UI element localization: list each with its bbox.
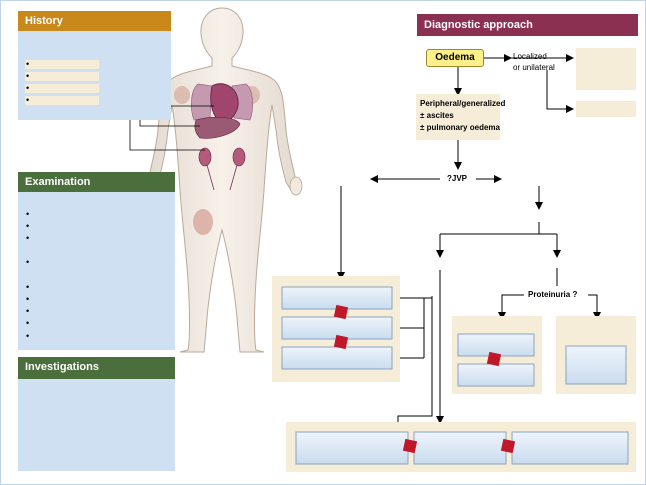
history-bullet: • bbox=[26, 83, 30, 93]
flow-arrows bbox=[337, 54, 601, 458]
examination-bullet: • bbox=[26, 209, 30, 219]
history-input-4 bbox=[25, 96, 99, 105]
peripheral-label: Peripheral/generalized bbox=[420, 99, 506, 108]
unilateral-label: or unilateral bbox=[513, 63, 555, 72]
examination-bullet: • bbox=[26, 294, 30, 304]
examination-bullet: • bbox=[26, 318, 30, 328]
history-input-1 bbox=[25, 60, 99, 69]
proteinuria-label: Proteinuria ? bbox=[528, 290, 578, 299]
examination-bullet: • bbox=[26, 282, 30, 292]
examination-bullet: • bbox=[26, 233, 30, 243]
oedema-box: Oedema bbox=[426, 49, 484, 67]
red-markers bbox=[333, 304, 516, 454]
history-bullet: • bbox=[26, 95, 30, 105]
jvp-label: ?JVP bbox=[447, 174, 468, 183]
examination-bullet: • bbox=[26, 221, 30, 231]
history-input-3 bbox=[25, 84, 99, 93]
result-boxes bbox=[281, 286, 629, 465]
localized-result-box bbox=[576, 48, 636, 90]
diagnostic-approach-header: Diagnostic approach bbox=[417, 14, 638, 36]
peripheral-box-bg bbox=[416, 94, 500, 140]
history-bullet: • bbox=[26, 59, 30, 69]
history-input-2 bbox=[25, 72, 99, 81]
ascites-label: ± ascites bbox=[420, 111, 454, 120]
history-header: History bbox=[18, 11, 171, 31]
investigations-panel bbox=[18, 379, 175, 471]
history-bullet: • bbox=[26, 71, 30, 81]
pulmonary-oedema-label: ± pulmonary oedema bbox=[420, 123, 500, 132]
examination-header: Examination bbox=[18, 172, 175, 192]
examination-bullet: • bbox=[26, 331, 30, 341]
localized-label: Localized bbox=[513, 52, 547, 61]
human-body-figure bbox=[139, 7, 303, 353]
examination-bullet: • bbox=[26, 257, 30, 267]
examination-bullet: • bbox=[26, 306, 30, 316]
unilateral-result-box bbox=[576, 101, 636, 117]
investigations-header: Investigations bbox=[18, 357, 175, 379]
examination-panel bbox=[18, 192, 175, 350]
